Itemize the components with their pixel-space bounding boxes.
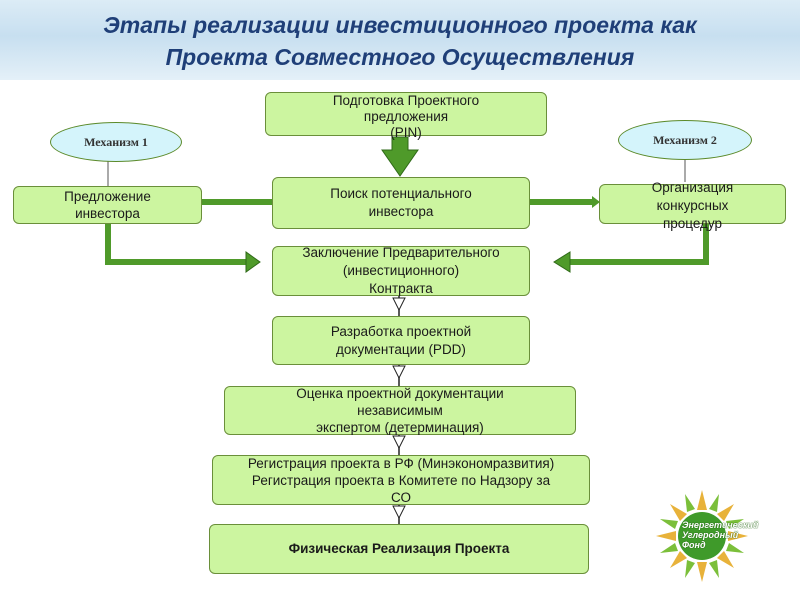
- arrow-investor-to-contract-head: [245, 251, 261, 273]
- step-arrow-2: [392, 365, 406, 380]
- implementation-box: Физическая Реализация Проекта: [209, 524, 589, 574]
- arrow-search-to-tender-head: [592, 196, 600, 208]
- registration-box: Регистрация проекта в РФ (Минэкономразви…: [212, 455, 590, 505]
- pdd-label: Разработка проектной документации (PDD): [330, 323, 472, 357]
- mechanism-1-label: Механизм 1: [84, 134, 148, 149]
- pdd-box: Разработка проектной документации (PDD): [272, 316, 530, 365]
- evaluation-box: Оценка проектной документации независимы…: [224, 386, 576, 435]
- mechanism-2-label: Механизм 2: [653, 132, 717, 147]
- energy-carbon-fund-logo: Энергетический Углеродный Фонд: [652, 486, 772, 586]
- evaluation-label: Оценка проектной документации независимы…: [296, 386, 504, 435]
- arrow-search-to-investor-shaft: [202, 199, 272, 205]
- logo-line-1: Энергетический: [682, 520, 759, 530]
- step-arrow-1: [392, 297, 406, 312]
- search-investor-box: Поиск потенциального инвестора: [272, 177, 530, 229]
- step-arrow-3: [392, 435, 406, 450]
- pin-box: Подготовка Проектного предложения (PIN): [265, 92, 547, 140]
- step-arrow-4: [392, 505, 406, 520]
- title-line-1: Этапы реализации инвестиционного проекта…: [103, 12, 697, 38]
- logo-text: Энергетический Углеродный Фонд: [682, 520, 766, 550]
- mechanism-2-oval: Механизм 2: [618, 120, 752, 160]
- contract-box: Заключение Предварительного (инвестицион…: [272, 245, 530, 296]
- investor-offer-label: Предложение инвестора: [64, 189, 151, 221]
- registration-label: Регистрация проекта в РФ (Минэкономразви…: [247, 455, 555, 505]
- implementation-label: Физическая Реализация Проекта: [288, 541, 510, 556]
- pin-label: Подготовка Проектного предложения (PIN): [332, 93, 480, 140]
- tender-procedures-box: Организация конкурсных процедур: [599, 180, 786, 231]
- search-investor-label: Поиск потенциального инвестора: [330, 186, 472, 219]
- logo-sunburst-icon: [656, 490, 748, 582]
- title-line-2: Проекта Совместного Осуществления: [165, 44, 635, 70]
- arrow-tender-to-contract-shaft: [566, 224, 709, 265]
- arrow-investor-to-contract-shaft: [105, 224, 250, 265]
- investor-offer-box: Предложение инвестора: [13, 186, 202, 224]
- down-arrow-pin-to-search: [381, 136, 419, 177]
- arrow-search-to-tender-shaft: [530, 199, 592, 205]
- tender-procedures-label: Организация конкурсных процедур: [651, 180, 734, 231]
- logo-line-3: Фонд: [682, 540, 706, 550]
- title-banner: [0, 0, 800, 80]
- logo-line-2: Углеродный: [682, 530, 739, 540]
- contract-label: Заключение Предварительного (инвестицион…: [302, 245, 500, 296]
- page-title: Этапы реализации инвестиционного проекта…: [0, 9, 800, 73]
- mechanism-1-oval: Механизм 1: [50, 122, 182, 162]
- arrow-tender-to-contract-head: [553, 251, 571, 273]
